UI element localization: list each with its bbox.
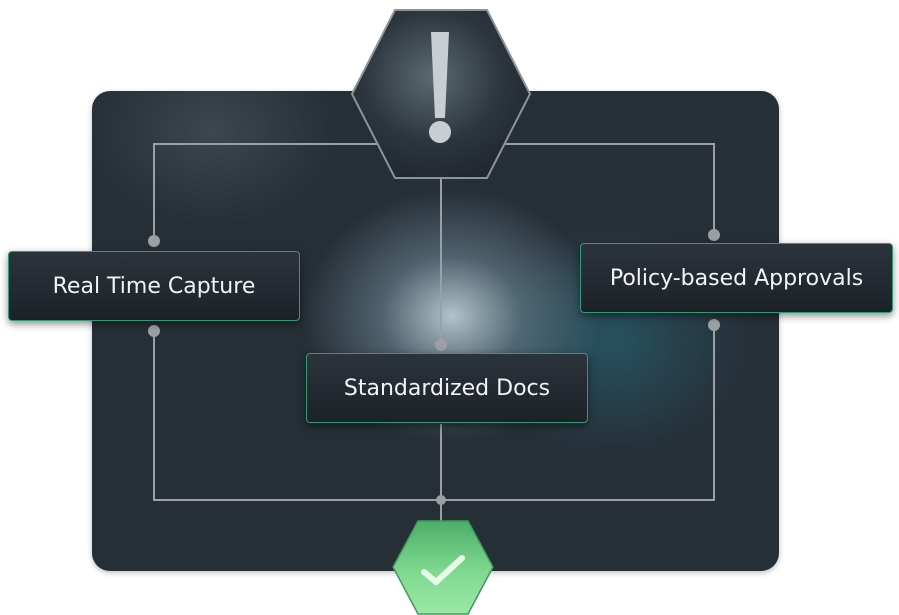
node-label-capture: Real Time Capture [52,273,256,299]
alert-hexagon [350,9,532,179]
connector-dot [708,319,720,331]
connector-dot [435,339,447,351]
node-standardized-docs: Standardized Docs [306,353,588,423]
checkmark-icon [421,555,465,585]
node-label-approvals: Policy-based Approvals [609,265,864,291]
connector-right-bottom [441,324,715,501]
connector-left-bottom [153,332,441,501]
connector-top-left [153,143,380,240]
node-policy-based-approvals: Policy-based Approvals [580,243,893,313]
node-label-docs: Standardized Docs [343,375,551,401]
connector-dot [148,325,160,337]
exclamation-icon [429,32,451,143]
connector-top-right [500,143,715,234]
connector-dot [148,235,160,247]
connector-dot [436,495,446,505]
connector-dot [708,229,720,241]
node-real-time-capture: Real Time Capture [8,251,300,321]
success-hexagon [392,520,494,615]
